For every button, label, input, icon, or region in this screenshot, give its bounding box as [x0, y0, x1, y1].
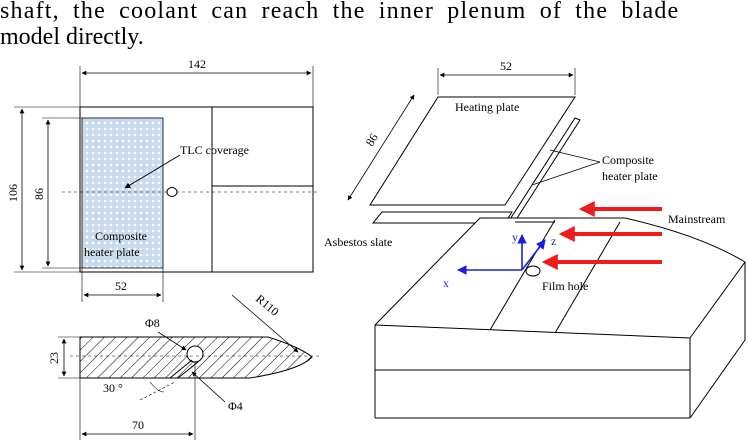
composite-left-label-1: Composite: [95, 229, 147, 243]
dim-106-label: 106: [6, 184, 20, 202]
film-hole-iso: [525, 265, 541, 277]
angle-30-label: 30 °: [103, 381, 123, 395]
dim-142-label: 142: [188, 57, 206, 71]
iso-view: Heating plate Asbestos slate 52 86 Compo…: [324, 59, 746, 419]
tlc-coverage-label: TLC coverage: [180, 143, 249, 157]
axis-x-label: x: [443, 276, 449, 290]
tlc-pointer-arrow: [124, 154, 181, 189]
film-hole-label: Film hole: [542, 279, 588, 293]
angle-ref-line: [139, 381, 176, 401]
axis-z-label: z: [551, 234, 556, 248]
blade-top-front-edge: [374, 324, 691, 339]
top-view-outline: [79, 106, 314, 273]
section-view: R110 Φ8 Φ4 30 ° 23 70: [47, 292, 320, 440]
dia-4-label: Φ4: [228, 399, 243, 413]
composite-right-label-2: heater plate: [602, 169, 658, 183]
dim-70-label: 70: [132, 418, 144, 432]
mainstream-label: Mainstream: [668, 212, 726, 226]
heating-plate-label: Heating plate: [455, 100, 519, 114]
intro-text: shaft, the coolant can reach the inner p…: [0, 0, 748, 50]
dim-86-label: 86: [32, 188, 46, 200]
composite-leader-2: [531, 161, 601, 186]
dim-52-label: 52: [115, 279, 127, 293]
radius-110-label: R110: [253, 292, 282, 319]
blade-model-outline: [374, 217, 746, 371]
intro-line-1: shaft, the coolant can reach the inner p…: [0, 0, 680, 24]
plate-dim-86-label: 86: [363, 131, 381, 149]
plate-slot-line-2: [554, 221, 621, 334]
film-hole-top: [166, 187, 178, 197]
plate-dim-86-line: [347, 94, 415, 201]
angle-arc: [149, 381, 165, 393]
dia-4-leader: [191, 371, 226, 403]
axis-z-arrow: [521, 239, 546, 271]
dim-23-label: 23: [47, 352, 61, 364]
composite-leader-1: [549, 149, 601, 163]
asbestos-slate-label: Asbestos slate: [324, 235, 392, 249]
dia-8-label: Φ8: [145, 316, 160, 330]
composite-right-label-1: Composite: [602, 153, 654, 167]
section-film-hole-b: [177, 361, 199, 379]
top-view: TLC coverage Composite heater plate 142 …: [6, 57, 320, 302]
plate-slot-line-1: [489, 219, 556, 331]
tlc-coverage-area: [81, 117, 164, 269]
intro-line-2: model directly.: [0, 24, 144, 50]
section-film-hole-a: [169, 359, 193, 379]
axis-y-label: y: [512, 230, 518, 244]
plate-dim-52-label: 52: [500, 59, 512, 73]
dia-8-leader: [157, 331, 187, 351]
blade-side-edge: [689, 262, 746, 419]
composite-left-label-2: heater plate: [84, 245, 140, 259]
radius-leader: [231, 294, 299, 353]
section-hole-8: [186, 345, 204, 363]
